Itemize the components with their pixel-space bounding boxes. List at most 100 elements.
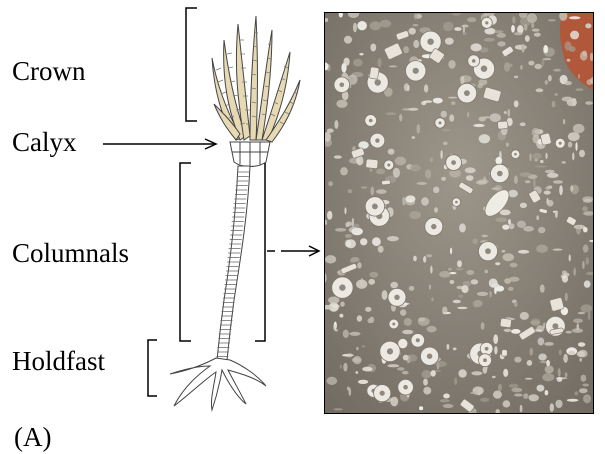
fossil-grain (431, 370, 436, 376)
fossil-grain (443, 404, 454, 408)
fossil-grain (514, 175, 518, 184)
fossil-grain (356, 347, 359, 351)
fossil-grain (466, 270, 474, 275)
fossil-grain (540, 160, 544, 163)
fossil-grain (439, 271, 451, 278)
fossil-grain (535, 166, 547, 168)
columnal-lumen (416, 338, 420, 342)
columnal-lumen (403, 385, 408, 390)
fossil-grain (510, 263, 518, 268)
fossil-grain (471, 43, 482, 51)
columnal-lumen (372, 204, 378, 210)
fossil-grain (503, 253, 515, 261)
fossil-grain (547, 200, 554, 207)
fossil-grain (586, 257, 590, 265)
columnal-lumen (369, 119, 373, 123)
fossil-grain (421, 370, 431, 378)
fossil-grain (579, 150, 585, 157)
fossil-photo-texture (325, 13, 594, 414)
holdfast-bracket (148, 340, 157, 396)
fossil-grain (509, 384, 519, 389)
fossil-grain (514, 357, 521, 363)
fossil-grain (525, 35, 530, 42)
fossil-grain (533, 153, 542, 160)
fossil-grain (548, 75, 552, 81)
fossil-grain (412, 136, 415, 139)
fossil-grain (456, 268, 464, 271)
fossil-grain (563, 354, 568, 363)
fossil-grain (568, 142, 572, 148)
fossil-grain (545, 365, 554, 373)
fossil-grain (377, 58, 381, 67)
fossil-grain (520, 203, 527, 208)
columnal-segment (381, 180, 390, 185)
columnal-lumen (392, 323, 395, 326)
fossil-grain (495, 262, 500, 265)
fossil-grain (353, 356, 362, 364)
columnal-lumen (485, 21, 488, 24)
fossil-grain (574, 268, 576, 276)
fossil-grain (587, 79, 593, 85)
fossil-grain (343, 330, 349, 338)
fossil-grain (424, 84, 428, 92)
fossil-grain (478, 389, 480, 396)
fossil-grain (502, 225, 509, 230)
fossil-grain (458, 295, 463, 298)
fossil-grain (573, 124, 585, 134)
fossil-grain (538, 338, 545, 346)
fossil-grain (448, 60, 455, 69)
columnal-lumen (340, 83, 345, 88)
calyx (230, 142, 270, 167)
fossil-grain (529, 153, 531, 161)
fossil-grain (514, 32, 523, 35)
columnal-lumen (431, 224, 436, 229)
fossil-grain (481, 235, 488, 238)
fossil-grain (409, 211, 421, 219)
fossil-grain (365, 307, 371, 312)
fossil-grain (327, 129, 334, 133)
columnal-lumen (387, 164, 390, 167)
fossil-grain (546, 360, 550, 366)
fossil-grain (349, 227, 359, 233)
fossil-grain (376, 169, 385, 175)
fossil-grain (572, 152, 574, 160)
crown-arms (212, 16, 300, 142)
fossil-grain (578, 342, 585, 347)
fossil-grain (536, 245, 548, 253)
fossil-grain (542, 373, 554, 381)
fossil-grain (445, 38, 454, 45)
fossil-grain (504, 329, 512, 332)
columnal-segment (369, 67, 379, 80)
fossil-grain (473, 124, 484, 127)
fossil-grain (340, 301, 345, 306)
fossil-grain (451, 101, 455, 105)
fossil-grain (511, 329, 521, 334)
fossil-grain (524, 24, 528, 31)
fossil-grain (450, 280, 455, 284)
columnal-lumen (472, 59, 476, 63)
fossil-grain (473, 238, 478, 244)
fossil-grain (393, 168, 400, 178)
fossil-grain (347, 353, 353, 357)
fossil-grain (357, 315, 362, 321)
fossil-grain (496, 157, 503, 165)
fossil-grain (340, 364, 342, 369)
fossil-grain (417, 182, 427, 185)
fossil-grain (335, 228, 346, 232)
fossil-grain (440, 150, 442, 159)
fossil-grain (409, 286, 415, 291)
fossil-grain (579, 388, 588, 393)
fossil-grain (555, 400, 562, 408)
fossil-grain (518, 250, 529, 254)
fossil-grain (479, 134, 490, 143)
fossil-grain (567, 99, 577, 106)
columnal-lumen (481, 66, 487, 72)
fossil-grain (514, 394, 523, 397)
fossil-grain (334, 120, 338, 129)
columnal-lumen (514, 153, 517, 156)
fossil-grain (493, 334, 498, 344)
columnal-lumen (387, 348, 393, 354)
fossil-grain (387, 236, 399, 241)
fossil-grain (583, 227, 588, 232)
columnal-segment (502, 350, 508, 357)
